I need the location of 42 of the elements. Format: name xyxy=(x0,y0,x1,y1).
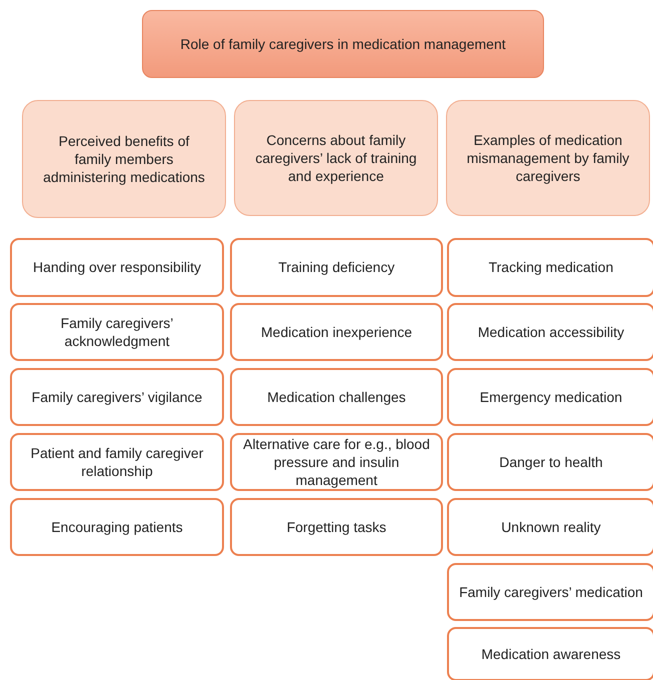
node-text: Medication awareness xyxy=(481,644,621,664)
category-box xyxy=(234,100,438,216)
node-text: Perceived benefits of family members administering medications xyxy=(42,132,206,186)
item-box xyxy=(447,303,653,361)
node-text: Role of family caregivers in medication management xyxy=(180,34,506,54)
node-text: Handing over responsibility xyxy=(32,258,202,277)
item-box xyxy=(10,238,224,297)
item-box xyxy=(447,498,653,556)
item-box xyxy=(447,433,653,491)
node-text: Medication challenges xyxy=(267,388,406,406)
node-text: Medication accessibility xyxy=(478,322,624,342)
node-text: Encouraging patients xyxy=(51,518,183,536)
item-box xyxy=(230,368,443,426)
node-text: Tracking medication xyxy=(488,258,614,277)
node-text: Alternative care for e.g., blood pressure and insulin management xyxy=(242,434,431,490)
item-box xyxy=(230,238,443,297)
category-box xyxy=(446,100,650,216)
title-box xyxy=(142,10,544,78)
node-text: Emergency medication xyxy=(480,388,622,406)
item-box xyxy=(447,627,653,680)
item-box xyxy=(230,498,443,556)
item-box xyxy=(10,368,224,426)
node-text: Forgetting tasks xyxy=(286,518,386,536)
node-text: Training deficiency xyxy=(278,258,395,277)
node-text: Danger to health xyxy=(499,452,603,472)
item-box xyxy=(230,303,443,361)
item-box xyxy=(10,498,224,556)
node-text: Examples of medication mismanagement by family caregivers xyxy=(466,130,630,186)
item-box xyxy=(447,563,653,621)
item-box xyxy=(447,368,653,426)
node-text: Medication inexperience xyxy=(261,322,412,342)
node-text: Family caregivers’ medication xyxy=(459,582,643,602)
node-text: Patient and family caregiver relationship xyxy=(30,444,204,480)
item-box xyxy=(447,238,653,297)
node-text: Family caregivers’ acknowledgment xyxy=(60,314,174,350)
node-text: Concerns about family caregivers’ lack of training and experience xyxy=(254,130,418,186)
item-box xyxy=(10,433,224,491)
node-text: Family caregivers’ vigilance xyxy=(32,388,202,406)
item-box xyxy=(10,303,224,361)
category-box xyxy=(22,100,226,218)
node-text: Unknown reality xyxy=(501,518,601,536)
item-box xyxy=(230,433,443,491)
